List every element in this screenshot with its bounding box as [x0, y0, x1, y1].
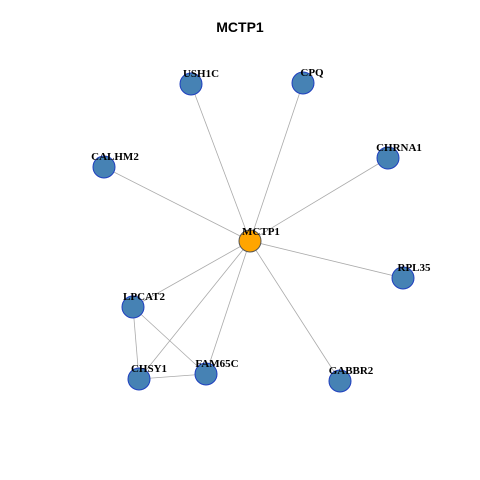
edge-mctp1-calhm2 — [103, 166, 251, 242]
edge-mctp1-chrna1 — [249, 157, 389, 242]
node-circle-chsy1[interactable] — [127, 367, 151, 391]
node-label-gabbr2: GABBR2 — [329, 365, 374, 377]
node-lpcat2[interactable]: LPCAT2 — [121, 291, 165, 319]
node-label-lpcat2: LPCAT2 — [123, 291, 165, 303]
node-chrna1[interactable]: CHRNA1 — [376, 142, 422, 170]
edge-mctp1-rpl35 — [249, 240, 404, 279]
node-circle-mctp1[interactable] — [238, 229, 262, 253]
edge-mctp1-fam65c — [205, 240, 251, 375]
edge-mctp1-gabbr2 — [249, 240, 341, 382]
node-label-fam65c: FAM65C — [195, 358, 238, 370]
edge-mctp1-ush1c — [190, 83, 251, 242]
node-label-calhm2: CALHM2 — [91, 151, 139, 163]
node-label-mctp1: MCTP1 — [242, 226, 280, 238]
node-circle-fam65c[interactable] — [194, 362, 218, 386]
edge-lpcat2-fam65c — [132, 306, 207, 375]
edge-mctp1-lpcat2 — [132, 240, 251, 308]
node-chsy1[interactable]: CHSY1 — [127, 363, 167, 391]
node-gabbr2[interactable]: GABBR2 — [328, 365, 374, 393]
diagram-title: MCTP1 — [216, 19, 264, 35]
node-circle-rpl35[interactable] — [391, 266, 415, 290]
node-calhm2[interactable]: CALHM2 — [91, 151, 139, 179]
node-mctp1[interactable]: MCTP1 — [238, 226, 280, 253]
node-circle-ush1c[interactable] — [179, 72, 203, 96]
node-circle-calhm2[interactable] — [92, 155, 116, 179]
edge-mctp1-chsy1 — [138, 240, 251, 380]
node-label-cpq: CPQ — [300, 67, 324, 79]
edge-lpcat2-chsy1 — [132, 306, 140, 380]
node-rpl35[interactable]: RPL35 — [391, 262, 432, 290]
node-cpq[interactable]: CPQ — [291, 67, 324, 95]
node-label-chrna1: CHRNA1 — [376, 142, 422, 154]
node-circle-chrna1[interactable] — [376, 146, 400, 170]
node-fam65c[interactable]: FAM65C — [194, 358, 239, 386]
node-label-rpl35: RPL35 — [398, 262, 432, 274]
node-circle-gabbr2[interactable] — [328, 369, 352, 393]
node-label-chsy1: CHSY1 — [131, 363, 167, 375]
node-ush1c[interactable]: USH1C — [179, 68, 219, 96]
node-label-ush1c: USH1C — [183, 68, 219, 80]
node-layer: MCTP1 USH1C CPQ CALHM2 CHRNA1RPL35LPCAT2CHSY… — [91, 67, 432, 393]
node-circle-cpq[interactable] — [291, 71, 315, 95]
node-circle-lpcat2[interactable] — [121, 295, 145, 319]
edge-mctp1-cpq — [249, 82, 304, 242]
